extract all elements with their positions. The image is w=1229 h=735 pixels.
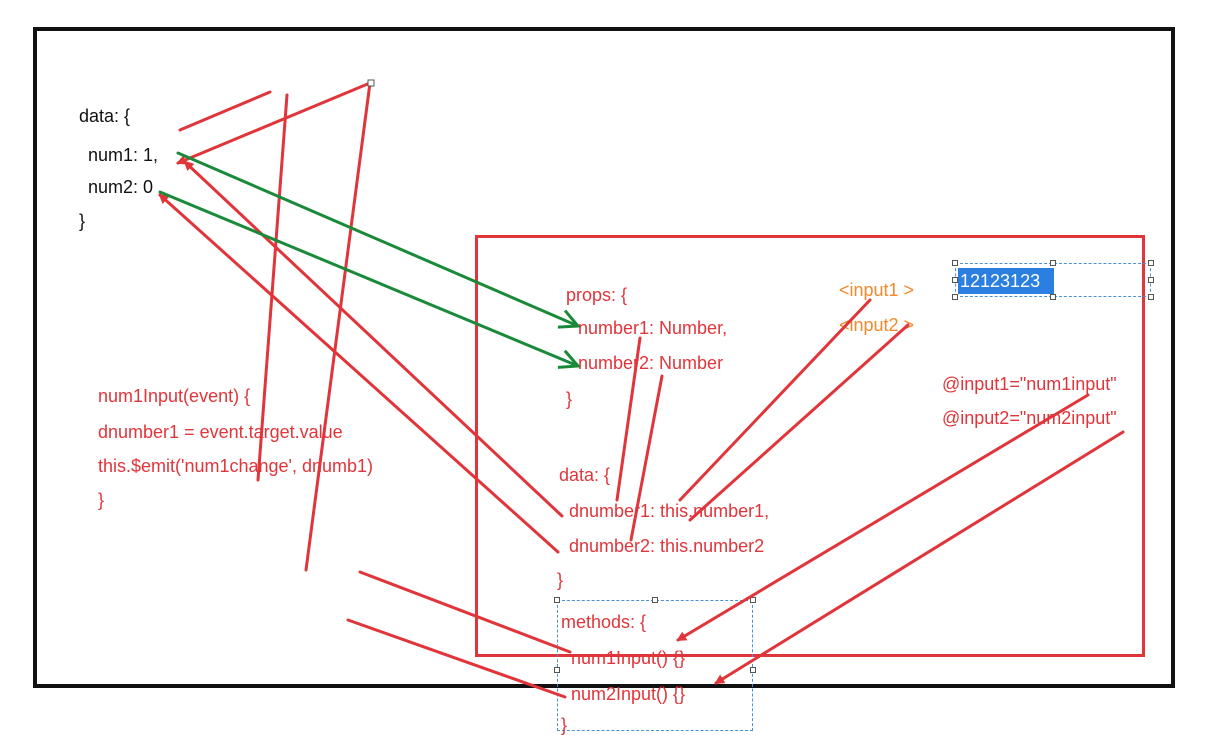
selection-handle[interactable] <box>952 294 958 300</box>
parent-num1: num1: 1, <box>88 145 159 165</box>
selection-handle[interactable] <box>1050 294 1056 300</box>
child-data-open: data: { <box>559 465 611 485</box>
methods-close: } <box>561 715 568 735</box>
props-open: props: { <box>566 285 628 305</box>
child-dnumber1: dnumber1: this.number1, <box>569 501 770 521</box>
child-dnumber2: dnumber2: this.number2 <box>569 536 765 556</box>
handler-signature: num1Input(event) { <box>98 386 251 406</box>
parent-data-close: } <box>79 211 86 231</box>
input1-tag: <input1 > <box>839 280 915 300</box>
props-number2: number2: Number <box>578 353 724 373</box>
selection-handle[interactable] <box>1148 294 1154 300</box>
handler-close: } <box>98 490 105 510</box>
props-number1: number1: Number, <box>578 318 728 338</box>
props-close: } <box>566 389 573 409</box>
handler-assign: dnumber1 = event.target.value <box>98 422 343 442</box>
selection-handle[interactable] <box>952 260 958 266</box>
event-input1: @input1="num1input" <box>942 374 1117 394</box>
event-input2: @input2="num2input" <box>942 408 1117 428</box>
selection-handle[interactable] <box>1148 277 1154 283</box>
child-data-close: } <box>557 570 564 590</box>
selection-handle[interactable] <box>750 597 756 603</box>
selection-handle[interactable] <box>1050 260 1056 266</box>
methods-num1input: num1Input() {} <box>571 648 686 668</box>
input2-tag: <input2 > <box>839 315 915 335</box>
methods-open: methods: { <box>561 612 647 632</box>
selection-handle[interactable] <box>750 667 756 673</box>
selection-handle[interactable] <box>554 597 560 603</box>
parent-data-open: data: { <box>79 106 131 126</box>
methods-num2input: num2Input() {} <box>571 684 686 704</box>
input1-value-highlight[interactable]: 12123123 <box>958 268 1054 294</box>
parent-num2: num2: 0 <box>88 177 154 197</box>
outer-frame <box>33 27 1175 688</box>
selection-handle[interactable] <box>1148 260 1154 266</box>
selection-handle[interactable] <box>652 597 658 603</box>
selection-handle[interactable] <box>554 667 560 673</box>
handler-emit: this.$emit('num1change', dnumb1) <box>98 456 374 476</box>
selection-handle[interactable] <box>952 277 958 283</box>
